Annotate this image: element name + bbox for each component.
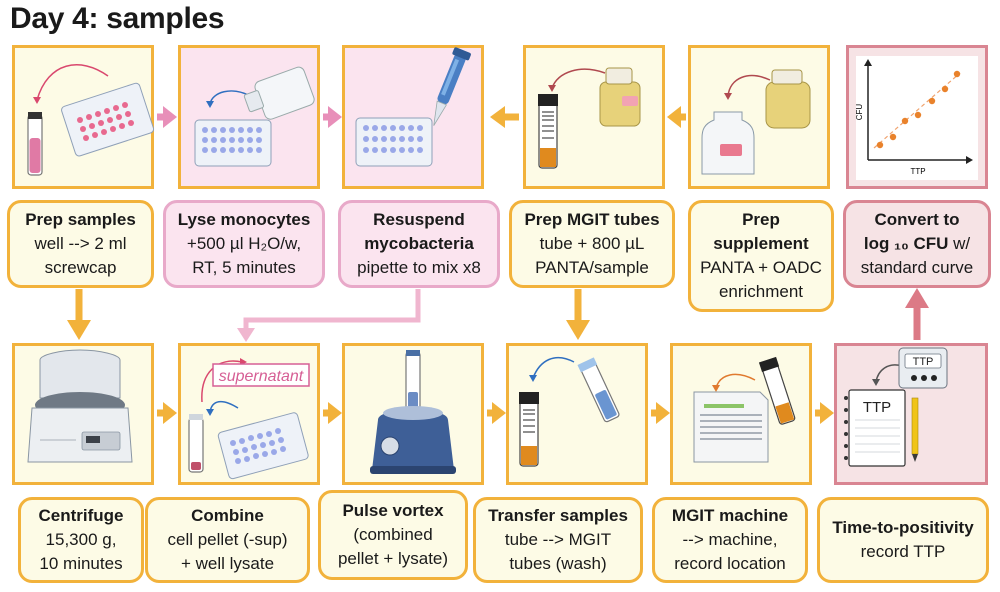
step-heading: Prep MGIT tubes [524,210,660,229]
step-line: 10 minutes [39,554,123,573]
step-heading: Lyse monocytes [177,210,311,229]
step-heading-2-line: log ₁₀ CFU w/ [864,232,970,256]
flow-arrow-prep-to-lyse [157,106,177,128]
step-line: standard curve [860,258,974,277]
step-heading: MGIT machine [671,506,789,525]
step-line: tubes (wash) [509,554,607,573]
ttp-drawing: TTP TTP [844,347,948,467]
step-heading: Prep samples [25,210,136,229]
step-heading: Centrifuge [38,506,124,525]
step-mgit-machine: MGIT machine --> machine, record locatio… [652,497,808,583]
step-line: 15,300 g, [45,530,117,549]
step-line: record TTP [860,542,946,561]
step-line: RT, 5 minutes [192,258,296,277]
page-title: Day 4: samples [10,2,225,35]
lyse-monocytes-drawing [194,66,315,167]
well-plate-wells [77,102,134,141]
step-convert-cfu: Convert to log ₁₀ CFU w/ standard curve [843,200,991,288]
transfer-tube-barcode [523,409,535,433]
supernatant-label: supernatant [219,368,304,385]
step-line: enrichment [718,282,804,301]
combine-plate-wells [230,428,286,464]
step-heading: Resuspend [373,210,465,229]
step-line: cell pellet (-sup) [167,530,288,549]
step-lyse-monocytes: Lyse monocytes +500 µl H₂O/w, RT, 5 minu… [163,200,325,288]
flow-arrow-resuspend-to-combine [237,289,421,342]
cfu-points [876,70,961,149]
flow-arrow-ttp-to-cfu [905,288,929,340]
mgit-tube-barcode [542,111,554,139]
step-line: tube + 800 µL [539,234,645,253]
step-heading: Combine [191,506,264,525]
step-resuspend: Resuspend mycobacteria pipette to mix x8 [338,200,500,288]
centrifuge-drawing [27,349,133,463]
step-heading: Prep [742,210,780,229]
flow-arrow-mgit-to-supplement-lane [490,106,519,128]
flow-arrow-mgit-prep-to-transfer [566,289,590,340]
flow-arrow-transfer-to-mgit [651,402,670,424]
step-heading-2: mycobacteria [364,234,474,253]
step-line: PANTA/sample [535,258,649,277]
prep-supplement-drawing [701,69,811,175]
prep-mgit-drawing [538,67,641,169]
flow-arrow-lyse-to-resuspend [323,106,342,128]
notebook-lines [855,419,900,453]
prep-samples-drawing [27,64,155,176]
combine-drawing: supernatant [188,358,310,480]
step-line: + well lysate [180,554,275,573]
flow-arrow-vortex-to-transfer [487,402,506,424]
step-pulse-vortex: Pulse vortex (combined pellet + lysate) [318,490,468,580]
flow-arrow-mgit-to-ttp [815,402,834,424]
step-time-to-positivity: Time-to-positivity record TTP [817,497,989,583]
notebook-label: TTP [863,399,891,416]
lyse-plate-wells [202,127,262,153]
flow-arrow-combine-to-vortex [323,402,342,424]
step-line: pellet + lysate) [337,549,449,568]
step-combine: Combine cell pellet (-sup) + well lysate [145,497,310,583]
step-line: --> machine, [682,530,778,549]
cfu-curve-drawing: CFU TTP [855,56,978,180]
step-heading-2: log ₁₀ CFU [863,234,949,253]
notebook-rings [844,396,848,460]
step-prep-mgit: Prep MGIT tubes tube + 800 µL PANTA/samp… [509,200,675,288]
step-centrifuge: Centrifuge 15,300 g, 10 minutes [18,497,144,583]
resuspend-plate-wells [363,125,423,153]
step-heading: Transfer samples [488,506,628,525]
cfu-axis-label: CFU [855,104,864,121]
step-line: screwcap [44,258,117,277]
step-line: pipette to mix x8 [357,258,481,277]
vortex-drawing [370,350,456,474]
step-prep-supplement: Prep supplement PANTA + OADC enrichment [688,200,834,312]
step-line: PANTA + OADC [700,258,822,277]
step-line: record location [674,554,786,573]
step-heading: Pulse vortex [342,501,444,520]
timer-label: TTP [913,356,934,368]
step-prep-samples: Prep samples well --> 2 ml screwcap [7,200,154,288]
step-line: well --> 2 ml [34,234,127,253]
step-heading: Time-to-positivity [832,518,974,537]
step-line: +500 µl H₂O/w, [186,234,302,253]
mgit-machine-drawing [693,356,796,463]
transfer-drawing [519,357,620,467]
step-heading-2: supplement [713,234,809,253]
resuspend-drawing [355,47,471,167]
flow-arrow-supplement-to-mgit [667,106,686,128]
step-line: (combined [353,525,433,544]
step-transfer-samples: Transfer samples tube --> MGIT tubes (wa… [473,497,643,583]
flow-arrow-prep-to-centrifuge [67,289,91,340]
flow-arrow-centrifuge-to-combine [157,402,177,424]
step-heading-2-suffix: w/ [948,234,971,253]
step-heading: Convert to [874,210,960,229]
ttp-axis-label: TTP [910,167,925,176]
step-line: tube --> MGIT [504,530,612,549]
